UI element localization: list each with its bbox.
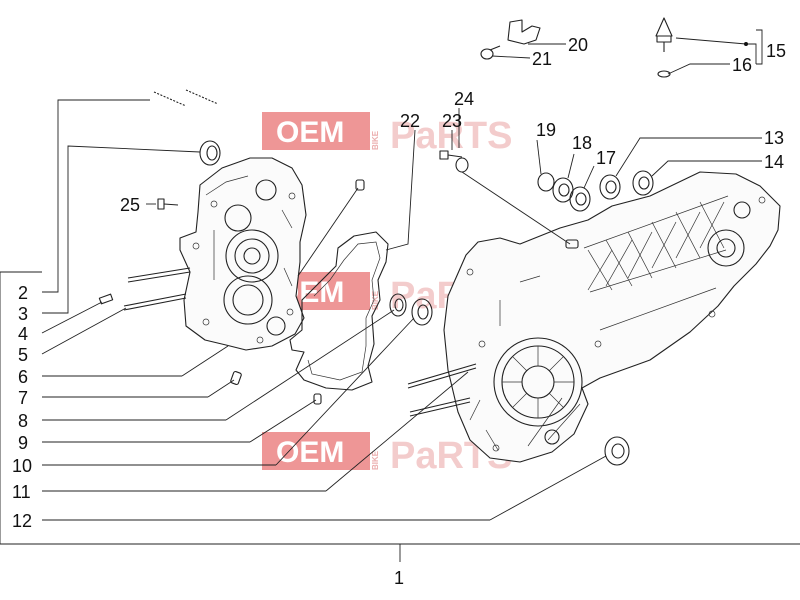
callout-12: 12: [12, 511, 32, 531]
callout-16: 16: [732, 55, 752, 75]
callout-17: 17: [596, 148, 616, 168]
callout-22: 22: [400, 111, 420, 131]
gasket-item-22: [289, 231, 389, 391]
callout-9: 9: [18, 433, 28, 453]
studs-item-4-5: [98, 267, 191, 311]
callout-10: 10: [12, 456, 32, 476]
watermark-box: [262, 432, 370, 470]
bearing-item-13: [599, 174, 621, 200]
spacer-item-23: [455, 157, 469, 173]
washer-item-16: [657, 70, 671, 78]
clip-item-21: [480, 45, 501, 60]
plug-item-15: [655, 17, 673, 52]
callout-3: 3: [18, 304, 28, 324]
seal-item-8: [389, 293, 407, 317]
watermark-top: OEM BIKE PaRTS: [262, 112, 512, 157]
watermark-bike-text: BIKE: [371, 450, 380, 470]
watermark-parts-text: PaRTS: [390, 115, 512, 157]
callout-24: 24: [454, 89, 474, 109]
callout-labels: 1 2 3 4 5 6 7 8 9 10 11 12 13 14 15 16 1…: [12, 35, 786, 588]
callout-25: 25: [120, 195, 140, 215]
studs-item-11: [407, 363, 477, 417]
bearing-item-17: [569, 186, 591, 212]
watermark-oem-text: OEM: [276, 436, 344, 469]
watermark-oem-text: OEM: [276, 116, 344, 149]
callout-5: 5: [18, 345, 28, 365]
watermark-bike-text: BIKE: [371, 130, 380, 150]
left-crankcase-half: [179, 157, 307, 351]
watermark-bike-text: BIKE: [371, 290, 380, 310]
bearing-item-12: [604, 436, 630, 466]
callout-15: 15: [766, 41, 786, 61]
assembly-bracket: [0, 271, 800, 562]
callout-13: 13: [764, 128, 784, 148]
circlip-item-19: [537, 172, 555, 192]
screw-item-25: [157, 198, 179, 210]
bolt-item-24: [439, 150, 463, 160]
oil-seal-item-3: [199, 140, 221, 166]
callout-21: 21: [532, 49, 552, 69]
callout-2: 2: [18, 283, 28, 303]
studs-item-2: [153, 89, 219, 107]
callout-23: 23: [442, 111, 462, 131]
callout-1: 1: [394, 568, 404, 588]
callout-19: 19: [536, 120, 556, 140]
callout-11: 11: [12, 482, 31, 502]
callout-14: 14: [764, 152, 784, 172]
callout-20: 20: [568, 35, 588, 55]
pin-item-9: [565, 239, 579, 249]
callout-8: 8: [18, 411, 28, 431]
callout-4: 4: [18, 324, 28, 344]
junction-dot: [744, 42, 748, 46]
callout-6: 6: [18, 367, 28, 387]
bearing-item-14: [632, 170, 654, 196]
watermark-box: [262, 112, 370, 150]
leader-lines: [41, 29, 763, 521]
seal-item-10: [411, 298, 433, 326]
dowel-pins-item-7: [230, 179, 365, 405]
callout-18: 18: [572, 133, 592, 153]
right-crankcase-half: [443, 171, 781, 463]
callout-7: 7: [18, 388, 28, 408]
bracket-item-20: [507, 19, 541, 45]
